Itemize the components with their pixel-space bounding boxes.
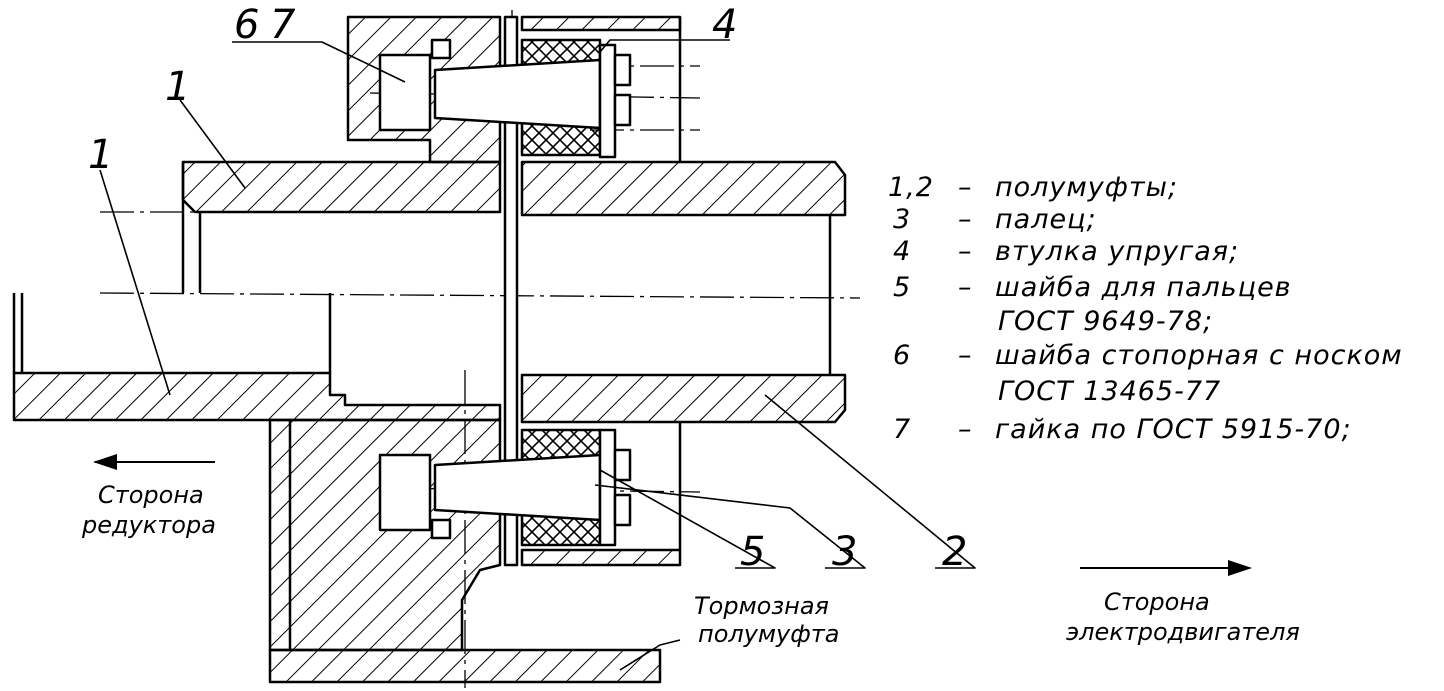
callout-5: 5 xyxy=(740,529,765,575)
callout-1-left: 1 xyxy=(88,132,113,178)
legend-dash: – xyxy=(958,236,973,267)
legend-dash: – xyxy=(958,204,973,235)
legend-text: шайба стопорная с носком xyxy=(995,340,1403,371)
half-coupling-2 xyxy=(520,15,847,567)
legend-num: 4 xyxy=(893,236,911,267)
legend-num: 5 xyxy=(893,272,911,303)
legend-dash: – xyxy=(958,172,973,203)
legend-num: 7 xyxy=(893,414,911,445)
motor-side-caption: электродвигателя xyxy=(1066,618,1300,646)
legend-dash: – xyxy=(958,414,973,445)
brake-half-caption: полумуфта xyxy=(698,620,839,648)
legend-num: 1,2 xyxy=(888,172,934,203)
callout-3: 3 xyxy=(832,529,857,575)
legend-text: полумуфты; xyxy=(995,172,1178,203)
legend-text: палец; xyxy=(995,204,1097,235)
legend-text: ГОСТ 9649-78; xyxy=(998,306,1213,337)
legend: 1,2 – полумуфты; 3 – палец; 4 – втулка у… xyxy=(888,172,1403,445)
legend-text: шайба для пальцев xyxy=(995,272,1292,303)
split-gap xyxy=(503,15,519,567)
callout-6: 6 xyxy=(234,2,259,48)
reducer-side-caption: Сторона xyxy=(98,481,204,509)
legend-num: 3 xyxy=(893,204,911,235)
legend-dash: – xyxy=(958,272,973,303)
callout-7: 7 xyxy=(270,2,296,48)
reducer-side-caption: редуктора xyxy=(81,511,216,539)
callout-2: 2 xyxy=(942,529,967,575)
callout-4: 4 xyxy=(712,2,737,48)
legend-num: 6 xyxy=(893,340,911,371)
callout-1-top: 1 xyxy=(165,64,190,110)
legend-dash: – xyxy=(958,340,973,371)
legend-text: втулка упругая; xyxy=(995,236,1239,267)
legend-text: гайка по ГОСТ 5915-70; xyxy=(995,414,1352,445)
captions: Сторона редуктора Тормозная полумуфта Ст… xyxy=(81,481,1300,648)
callouts: 6 7 4 1 1 5 3 2 xyxy=(88,2,967,575)
leader-lines xyxy=(99,39,976,671)
drawing-body xyxy=(12,10,1252,688)
nuts-and-washers xyxy=(378,38,632,547)
brake-half-caption: Тормозная xyxy=(694,592,829,620)
motor-side-caption: Сторона xyxy=(1104,588,1210,616)
legend-text: ГОСТ 13465-77 xyxy=(998,376,1221,407)
